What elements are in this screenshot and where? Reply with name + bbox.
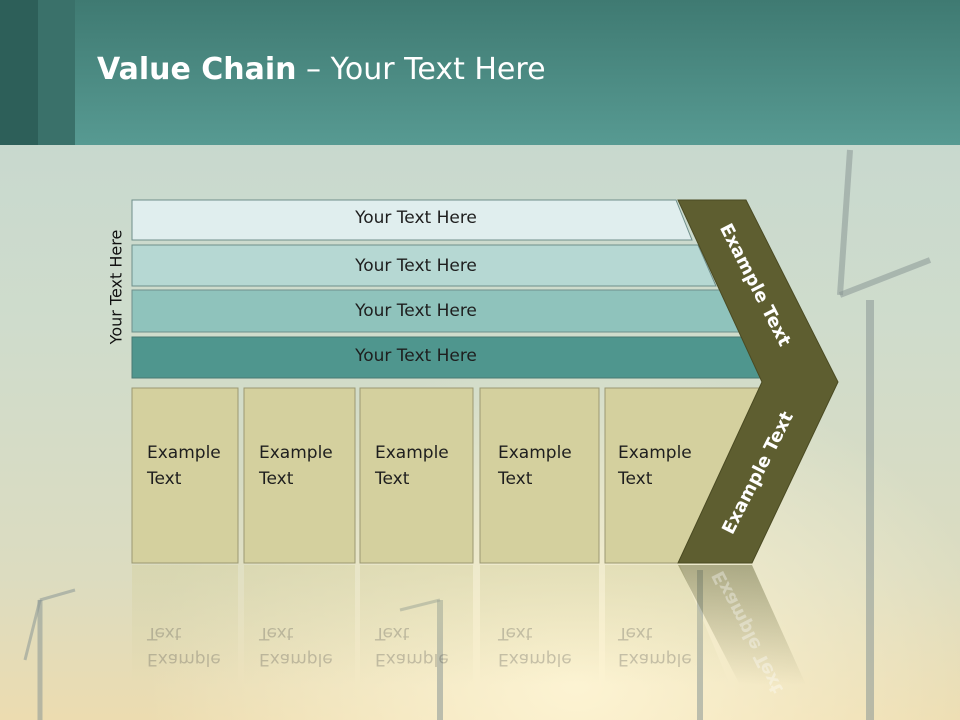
- column-label-line: Example: [618, 443, 692, 463]
- column-label-line: Text: [498, 623, 533, 643]
- column-label-line: Text: [259, 469, 294, 489]
- column-label-line: Text: [618, 469, 653, 489]
- column-label: Example Text: [259, 440, 333, 492]
- margin-chevron-reflection: [678, 565, 806, 685]
- column-label: Example Text: [618, 440, 692, 492]
- column-label: Example Text: [498, 440, 572, 492]
- activity-column: [243, 387, 356, 564]
- column-label-line: Text: [147, 623, 182, 643]
- column-reflection: [132, 565, 238, 685]
- column-label-line: Text: [375, 469, 410, 489]
- header-accent-stripe: [38, 0, 75, 145]
- column-label-line: Example: [618, 649, 692, 669]
- slide-title: Value Chain – Your Text Here: [97, 52, 546, 87]
- column-label-reflection: Example Text: [498, 620, 572, 672]
- column-label-line: Example: [498, 649, 572, 669]
- column-label: Example Text: [375, 440, 449, 492]
- row-label: Your Text Here: [355, 346, 477, 366]
- activity-row: [131, 199, 693, 241]
- margin-chevron: [677, 199, 839, 564]
- activity-column: [479, 387, 600, 564]
- column-reflection: [605, 565, 730, 685]
- column-label-line: Example: [375, 443, 449, 463]
- column-label-line: Text: [375, 623, 410, 643]
- activity-row: [131, 244, 717, 287]
- column-label-line: Example: [147, 649, 221, 669]
- column-label-line: Example: [259, 649, 333, 669]
- header-bar: Value Chain – Your Text Here: [0, 0, 960, 145]
- column-label-reflection: Example Text: [618, 620, 692, 672]
- slide-title-bold: Value Chain: [97, 52, 297, 87]
- column-label-line: Example: [375, 649, 449, 669]
- column-label-reflection: Example Text: [375, 620, 449, 672]
- row-label: Your Text Here: [355, 208, 477, 228]
- column-label-line: Text: [618, 623, 653, 643]
- activity-column: [359, 387, 474, 564]
- column-label-line: Example: [259, 443, 333, 463]
- column-reflection: [360, 565, 473, 685]
- column-label-line: Text: [147, 469, 182, 489]
- column-reflection: [480, 565, 599, 685]
- column-label-line: Text: [498, 469, 533, 489]
- column-label-reflection: Example Text: [259, 620, 333, 672]
- column-label: Example Text: [147, 440, 221, 492]
- column-reflection: [244, 565, 355, 685]
- header-accent-stripe: [0, 0, 38, 145]
- column-label-line: Example: [498, 443, 572, 463]
- slide-title-rest: – Your Text Here: [296, 52, 546, 87]
- row-label: Your Text Here: [355, 256, 477, 276]
- column-label-line: Text: [259, 623, 294, 643]
- row-label: Your Text Here: [355, 301, 477, 321]
- column-label-reflection: Example Text: [147, 620, 221, 672]
- activity-column: [131, 387, 239, 564]
- column-label-line: Example: [147, 443, 221, 463]
